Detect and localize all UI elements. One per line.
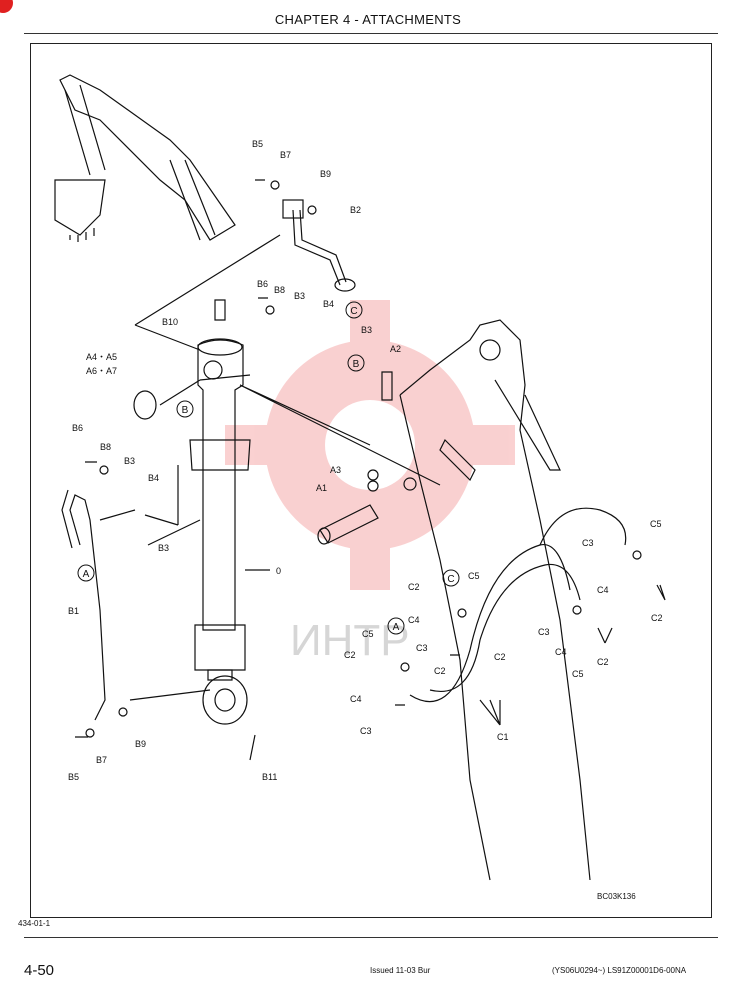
label-c2-a: C2 (651, 613, 663, 623)
label-b3-left: B3 (124, 456, 135, 466)
circle-a-left: A (83, 569, 90, 580)
label-c4-a: C4 (597, 585, 609, 595)
label-c4-c: C4 (408, 615, 420, 625)
circle-c-right: C (447, 574, 454, 585)
label-a4a5: A4・A5 (86, 352, 117, 362)
figure-id: BC03K136 (597, 892, 636, 901)
boom-arm (399, 319, 591, 881)
label-c2-b: C2 (597, 657, 609, 667)
label-c5-d: C5 (362, 629, 374, 639)
document-code: (YS06U0294~) LS91Z00001D6-00NA (552, 966, 687, 975)
pipe-b1 (61, 489, 106, 721)
label-c2-d: C2 (344, 650, 356, 660)
page-title: CHAPTER 4 - ATTACHMENTS (274, 12, 462, 27)
circle-a-right: A (393, 622, 400, 633)
label-b6-left: B6 (72, 423, 83, 433)
bolt-a2 (381, 371, 393, 401)
label-c3-b: C3 (538, 627, 550, 637)
circle-b-left: B (182, 405, 189, 416)
label-c3-c: C3 (416, 643, 428, 653)
label-a1: A1 (316, 483, 327, 493)
footer-divider (24, 937, 718, 938)
circle-c-top: C (350, 306, 357, 317)
label-a6a7: A6・A7 (86, 366, 117, 376)
excavator-inset (54, 74, 236, 242)
label-b8-left: B8 (100, 442, 111, 452)
label-b3-top: B3 (294, 291, 305, 301)
label-c5-a: C5 (650, 519, 662, 529)
washer-a3a (367, 469, 379, 481)
label-b3-top2: B3 (361, 325, 372, 335)
issued-date: Issued 11-03 Bur (370, 966, 431, 975)
header-divider (24, 33, 718, 34)
label-c4-d: C4 (350, 694, 362, 704)
label-c2-f: C2 (434, 666, 446, 676)
label-c4-b: C4 (555, 647, 567, 657)
corner-tab (0, 0, 13, 13)
label-b6-top: B6 (257, 279, 268, 289)
label-b7-bottom: B7 (96, 755, 107, 765)
label-c5-c: C5 (468, 571, 480, 581)
label-b3-left2: B3 (158, 543, 169, 553)
pin-a1 (319, 504, 379, 544)
label-b1: B1 (68, 606, 79, 616)
label-b4-top: B4 (323, 299, 334, 309)
label-a2: A2 (390, 344, 401, 354)
label-b2: B2 (350, 205, 361, 215)
pipe-b2 (292, 209, 347, 286)
washer-a3b (367, 480, 379, 492)
label-b10: B10 (162, 317, 178, 327)
label-c3-d: C3 (360, 726, 372, 736)
hose-c1a (409, 543, 571, 703)
figure-frame (30, 43, 712, 918)
label-b5-bottom: B5 (68, 772, 79, 782)
label-c5-b: C5 (572, 669, 584, 679)
label-b7-top: B7 (280, 150, 291, 160)
label-b9-bottom: B9 (135, 739, 146, 749)
reference-code: 434-01-1 (18, 919, 51, 928)
label-b11: B11 (262, 772, 277, 782)
label-c3-a: C3 (582, 538, 594, 548)
label-c1: C1 (497, 732, 509, 742)
label-a3: A3 (330, 465, 341, 475)
watermark-text: ИНТР (290, 616, 410, 665)
label-zero: 0 (276, 566, 281, 576)
hose-c1b (429, 563, 581, 692)
page-number: 4-50 (24, 962, 55, 979)
label-c2-c: C2 (408, 582, 420, 592)
label-b8-top: B8 (274, 285, 285, 295)
cylinder-body (189, 299, 251, 725)
circle-b-top: B (353, 359, 360, 370)
label-b4-left: B4 (148, 473, 159, 483)
hose-c1c (539, 507, 627, 546)
label-b5-top: B5 (252, 139, 263, 149)
label-c2-e: C2 (494, 652, 506, 662)
label-b9-top: B9 (320, 169, 331, 179)
seal-ring (133, 390, 157, 420)
